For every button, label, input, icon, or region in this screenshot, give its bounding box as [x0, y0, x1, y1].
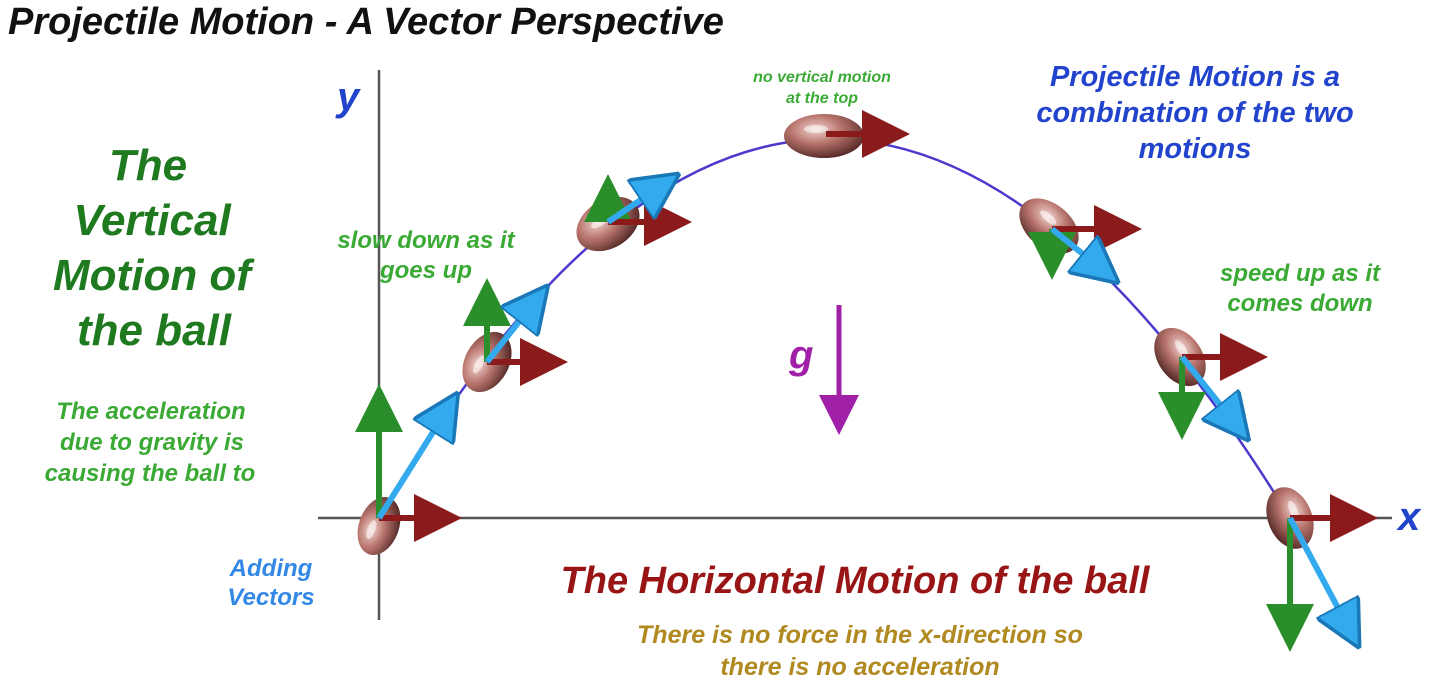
- football-icon: [784, 114, 864, 158]
- resultant-velocity-vector: [1179, 355, 1242, 432]
- resultant-velocity-vector: [484, 294, 541, 364]
- note-line: slow down as it: [337, 227, 515, 254]
- resultant-velocity-vector: [1050, 226, 1110, 276]
- resultant-velocity-vector: [376, 402, 452, 520]
- note-line: Vectors: [227, 584, 314, 611]
- heading-line: the ball: [77, 306, 232, 355]
- note-line: causing the ball to: [45, 460, 256, 487]
- note-line: There is no force in the x-direction so: [637, 621, 1083, 649]
- page-title: Projectile Motion - A Vector Perspective: [8, 1, 724, 43]
- gravity-label: g: [788, 333, 813, 377]
- note-line: Projectile Motion is a: [1050, 61, 1340, 93]
- heading-line: Motion of: [53, 251, 255, 300]
- horizontal-motion-heading: The Horizontal Motion of the ball: [561, 560, 1151, 602]
- note-line: comes down: [1227, 290, 1372, 317]
- heading-line: Vertical: [73, 196, 231, 245]
- y-axis-label: y: [335, 75, 361, 119]
- note-line: Adding: [229, 555, 313, 582]
- apex-note: no vertical motion at the top: [753, 69, 891, 107]
- resultant-velocity-vector: [1287, 516, 1354, 638]
- note-line: combination of the two: [1036, 97, 1353, 129]
- note-line: goes up: [379, 257, 472, 284]
- note-line: motions: [1139, 133, 1252, 165]
- speed-up-note: speed up as it comes down: [1220, 260, 1381, 317]
- no-force-note: There is no force in the x-direction so …: [637, 621, 1083, 681]
- football-icon: [357, 496, 401, 556]
- note-line: no vertical motion: [753, 69, 891, 86]
- slow-down-note: slow down as it goes up: [337, 227, 515, 284]
- combination-note: Projectile Motion is a combination of th…: [1036, 61, 1353, 165]
- x-axis-label: x: [1396, 495, 1422, 539]
- note-line: there is no acceleration: [720, 653, 999, 681]
- note-line: at the top: [786, 90, 858, 107]
- note-line: due to gravity is: [60, 429, 244, 456]
- vertical-motion-heading: The Vertical Motion of the ball: [53, 141, 255, 355]
- adding-vectors-note: Adding Vectors: [227, 555, 314, 611]
- heading-line: The: [109, 141, 187, 190]
- note-line: speed up as it: [1220, 260, 1381, 287]
- gravity-note: The acceleration due to gravity is causi…: [45, 398, 256, 487]
- resultant-velocity-vector: [606, 180, 670, 225]
- note-line: The acceleration: [56, 398, 245, 425]
